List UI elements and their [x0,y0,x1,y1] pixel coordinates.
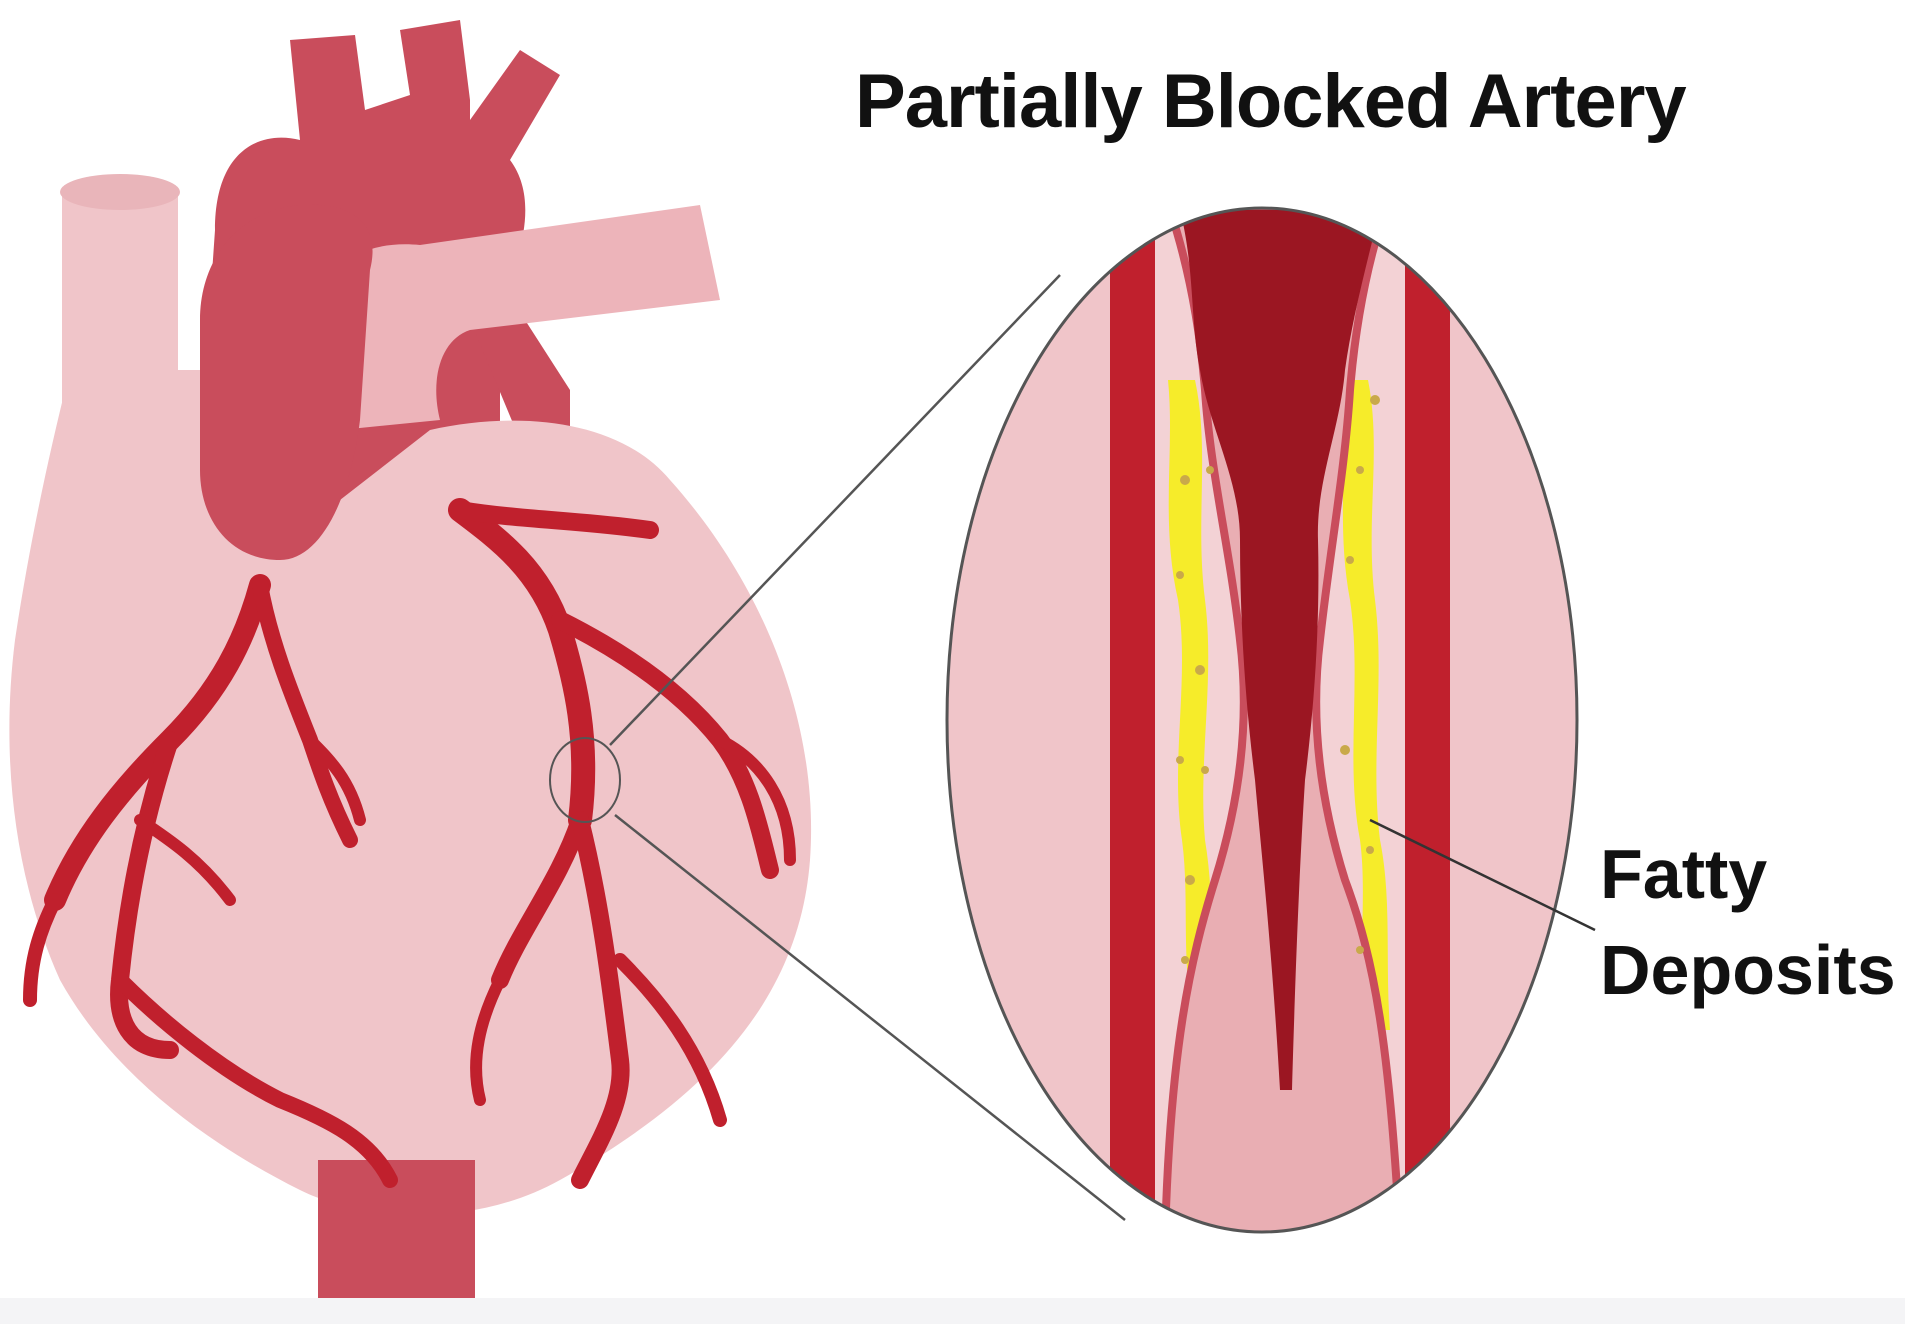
artery-cross-section [940,200,1590,1240]
artery-wall-right [1405,200,1450,1240]
diagram-title: Partially Blocked Artery [855,58,1686,145]
footer-strip [0,1298,1905,1324]
label-line-1: Fatty [1600,826,1896,922]
vena-cava-top [60,174,180,210]
label-line-2: Deposits [1600,922,1896,1018]
fatty-deposits-label: Fatty Deposits [1600,826,1896,1018]
artery-wall-left [1110,200,1155,1240]
